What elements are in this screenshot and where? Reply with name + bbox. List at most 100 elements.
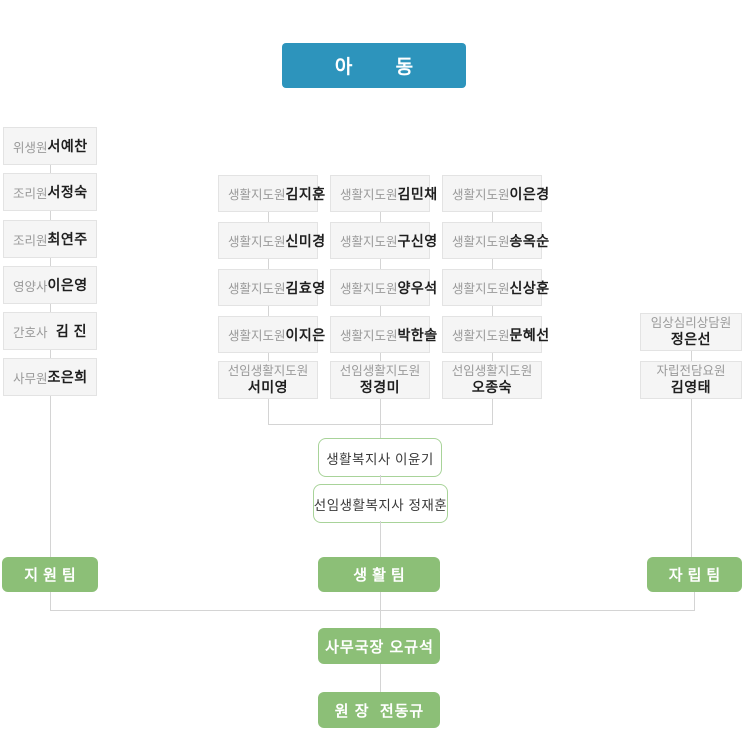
- staff-role: 간호사: [13, 325, 48, 340]
- staff-role: 생활지도원: [452, 282, 510, 296]
- support-staff-box: 위생원 서예찬: [3, 127, 97, 165]
- staff-name: 김지훈: [285, 185, 326, 202]
- staff-role: 생활지도원: [452, 329, 510, 343]
- staff-name: 이지은: [285, 326, 326, 343]
- staff-role: 자립전담요원: [656, 363, 726, 378]
- connector-line: [492, 259, 493, 269]
- staff-role: 영양사: [13, 279, 48, 294]
- senior-life-guide-box: 선임생활지도원 오종숙: [442, 361, 542, 399]
- connector-line: [380, 592, 381, 610]
- connector-line: [380, 259, 381, 269]
- life-guide-box: 생활지도원 구신영: [330, 222, 437, 259]
- life-guide-box: 생활지도원 양우석: [330, 269, 437, 306]
- life-guide-box: 생활지도원 김민채: [330, 175, 437, 212]
- office-director-box: 사무국장 오규석: [318, 628, 440, 664]
- team-independence-box: 자립팀: [647, 557, 742, 592]
- connector-line: [380, 353, 381, 361]
- connector-line: [268, 353, 269, 361]
- staff-name: 김민채: [397, 185, 438, 202]
- connector-line: [380, 521, 381, 557]
- connector-line: [492, 212, 493, 222]
- life-guide-box: 생활지도원 김지훈: [218, 175, 325, 212]
- staff-role: 선임생활지도원: [451, 363, 533, 378]
- org-title: 아 동: [282, 43, 466, 88]
- staff-name: 신상훈: [509, 279, 550, 296]
- senior-life-guide-box: 선임생활지도원 정경미: [330, 361, 430, 399]
- connector-line: [694, 592, 695, 610]
- life-guide-box: 생활지도원 김효영: [218, 269, 325, 306]
- connector-line: [268, 212, 269, 222]
- staff-name: 이은영: [47, 277, 88, 293]
- connector-line: [50, 165, 51, 173]
- connector-line: [691, 351, 692, 361]
- director-box: 원 장 전동규: [318, 692, 440, 728]
- connector-line: [268, 259, 269, 269]
- life-guide-box: 생활지도원 신상훈: [442, 269, 549, 306]
- life-guide-box: 생활지도원 이은경: [442, 175, 549, 212]
- staff-name: 송옥순: [509, 232, 550, 249]
- staff-role: 임상심리상담원: [650, 315, 732, 330]
- senior-life-guide-box: 선임생활지도원 서미영: [218, 361, 318, 399]
- connector-line: [380, 610, 381, 628]
- connector-line: [691, 399, 692, 557]
- team-life-box: 생활팀: [318, 557, 440, 592]
- staff-name: 문혜선: [509, 326, 550, 343]
- staff-name: 구신영: [397, 232, 438, 249]
- independence-worker-box: 자립전담요원 김영태: [640, 361, 742, 399]
- connector-line: [380, 424, 381, 438]
- staff-name: 정경미: [359, 379, 401, 396]
- connector-line: [50, 304, 51, 312]
- life-guide-box: 생활지도원 박한솔: [330, 316, 437, 353]
- connector-line: [380, 664, 381, 692]
- staff-role: 생활지도원: [228, 235, 286, 249]
- connector-line: [380, 399, 381, 424]
- staff-role: 생활지도원: [228, 329, 286, 343]
- senior-life-welfare-worker-box: 선임생활복지사 정재훈: [313, 484, 448, 523]
- staff-role: 생활지도원: [340, 235, 398, 249]
- life-guide-box: 생활지도원 문혜선: [442, 316, 549, 353]
- staff-name: 이은경: [509, 185, 550, 202]
- staff-role: 생활지도원: [340, 329, 398, 343]
- connector-line: [492, 306, 493, 316]
- team-support-box: 지원팀: [2, 557, 98, 592]
- connector-line: [50, 350, 51, 358]
- staff-role: 선임생활지도원: [227, 363, 309, 378]
- life-guide-box: 생활지도원 신미경: [218, 222, 325, 259]
- connector-line: [50, 258, 51, 266]
- staff-role: 조리원: [13, 233, 48, 248]
- staff-name: 서예찬: [47, 138, 88, 154]
- staff-name: 김영태: [670, 379, 712, 396]
- staff-role: 생활지도원: [452, 235, 510, 249]
- life-guide-box: 생활지도원 이지은: [218, 316, 325, 353]
- staff-role: 생활지도원: [228, 282, 286, 296]
- staff-name: 최연주: [47, 231, 88, 247]
- support-staff-box: 조리원 서정숙: [3, 173, 97, 211]
- staff-role: 사무원: [13, 371, 48, 386]
- support-staff-box: 사무원 조은희: [3, 358, 97, 396]
- connector-line: [50, 610, 695, 611]
- staff-role: 위생원: [13, 140, 48, 155]
- staff-name: 오종숙: [471, 379, 513, 396]
- support-staff-box: 간호사 김 진: [3, 312, 97, 350]
- staff-name: 서정숙: [47, 184, 88, 200]
- connector-line: [492, 353, 493, 361]
- staff-name: 박한솔: [397, 326, 438, 343]
- staff-name: 양우석: [397, 279, 438, 296]
- connector-line: [50, 211, 51, 220]
- connector-line: [50, 592, 51, 610]
- connector-line: [380, 475, 381, 484]
- support-staff-box: 조리원 최연주: [3, 220, 97, 258]
- staff-role: 생활지도원: [452, 188, 510, 202]
- counselor-box: 임상심리상담원 정은선: [640, 313, 742, 351]
- support-staff-box: 영양사 이은영: [3, 266, 97, 304]
- staff-name: 김효영: [285, 279, 326, 296]
- staff-role: 조리원: [13, 186, 48, 201]
- connector-line: [380, 212, 381, 222]
- staff-role: 생활지도원: [340, 282, 398, 296]
- connector-line: [268, 306, 269, 316]
- connector-line: [268, 399, 269, 424]
- staff-name: 서미영: [247, 379, 289, 396]
- life-guide-box: 생활지도원 송옥순: [442, 222, 549, 259]
- staff-name: 조은희: [47, 369, 88, 385]
